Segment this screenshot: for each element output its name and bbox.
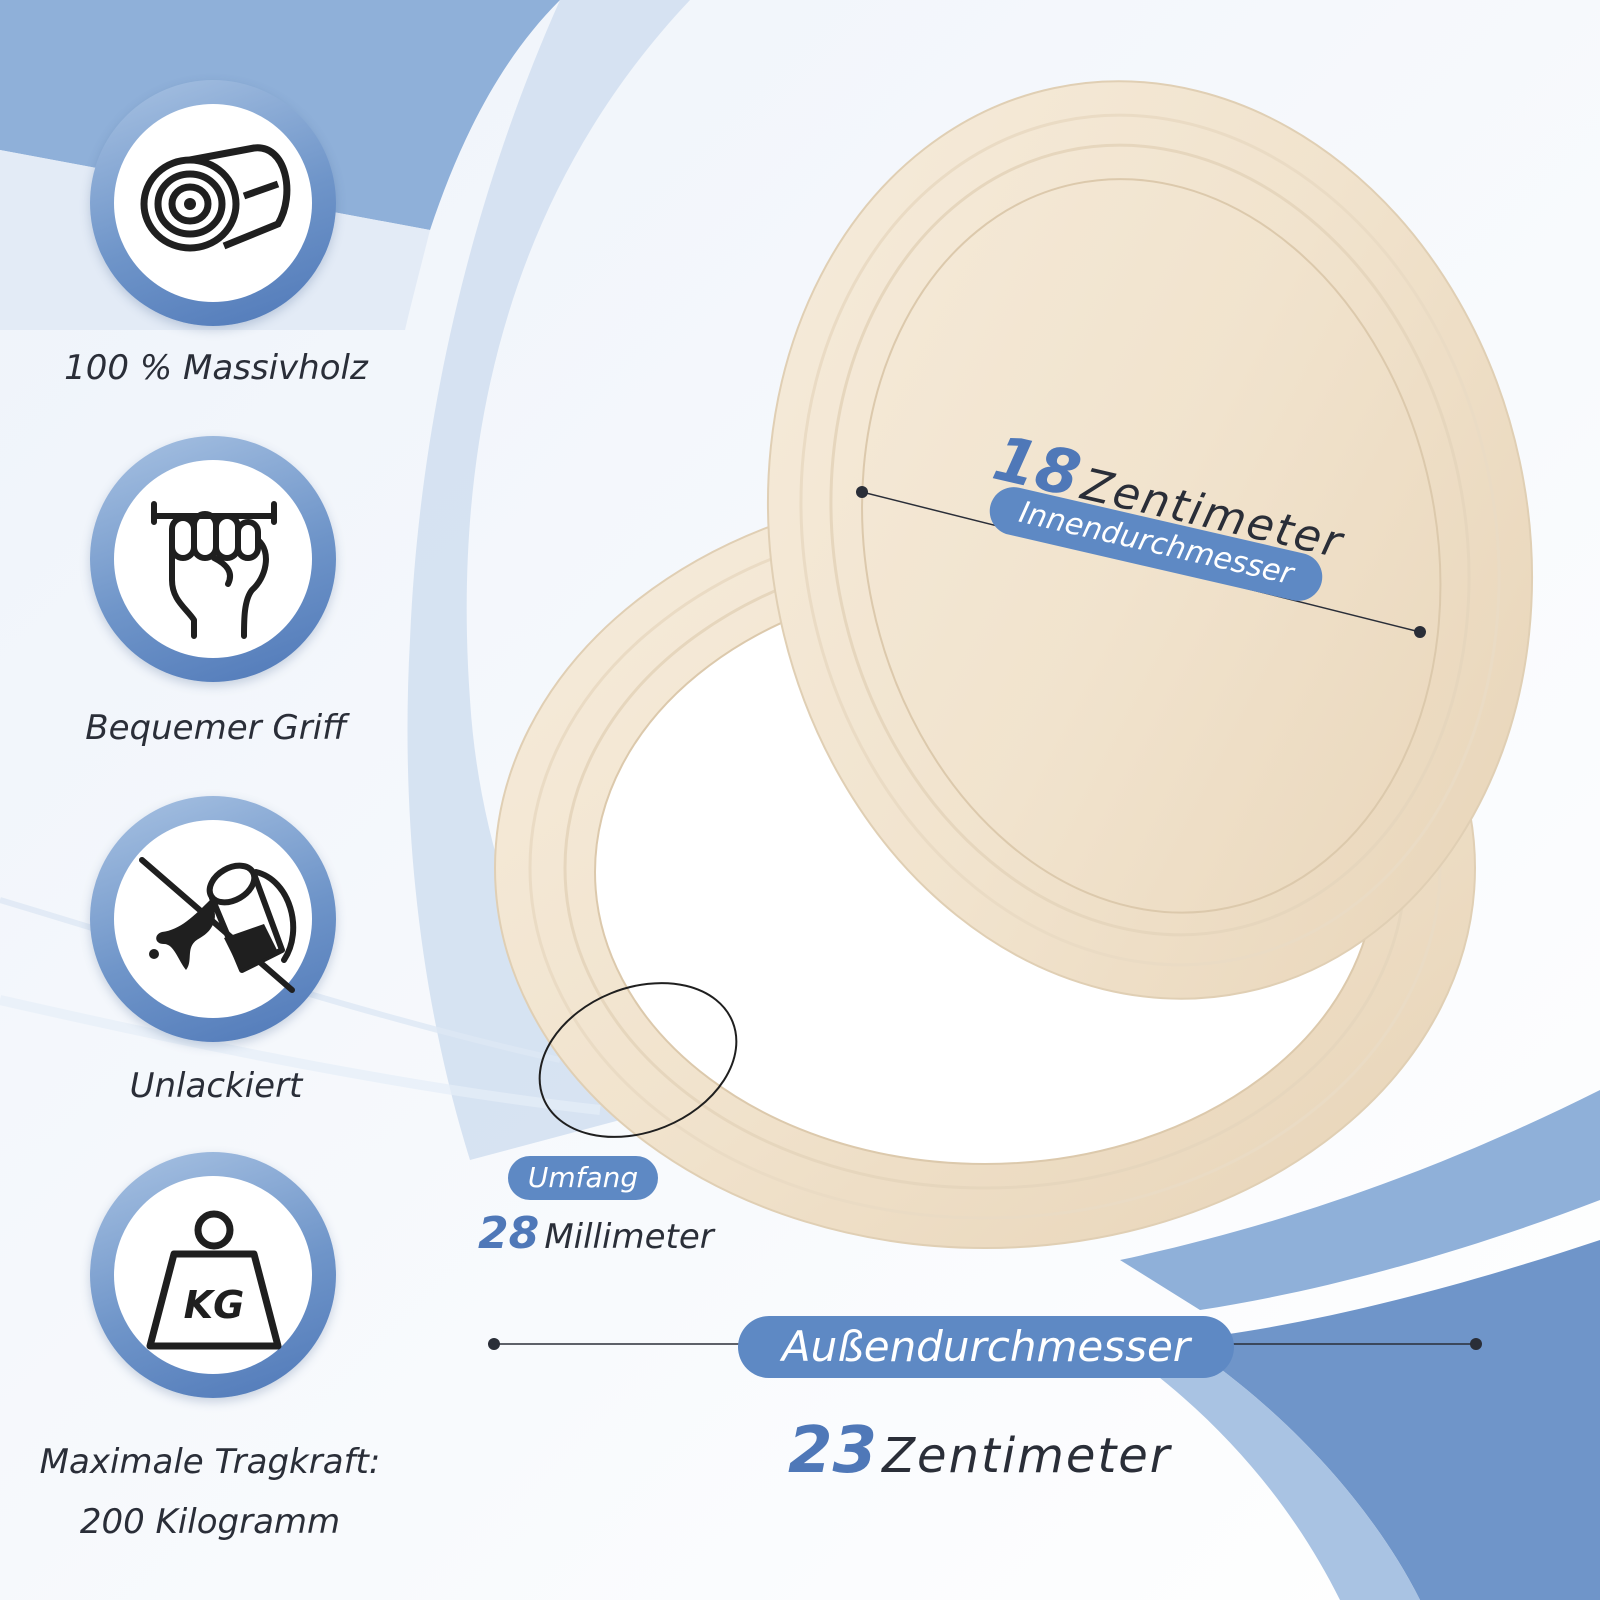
feature-label-unpainted: Unlackiert (129, 1066, 303, 1106)
circumference-unit: Millimeter (544, 1217, 714, 1257)
circumference-measure: 28 Millimeter (478, 1208, 714, 1259)
outer-diameter-dot-left (488, 1338, 500, 1350)
feature-label-weight-line2: 200 Kilogramm (79, 1502, 341, 1542)
feature-badge-weight: KG (90, 1152, 336, 1398)
outer-diameter-pill: Außendurchmesser (738, 1316, 1234, 1378)
outer-diameter-value: 23 (788, 1414, 878, 1488)
weight-kg-text: KG (184, 1283, 245, 1327)
circumference-loop (538, 982, 738, 1138)
feature-label-weight-line1: Maximale Tragkraft: (39, 1442, 381, 1482)
feature-label-grip: Bequemer Griff (85, 708, 347, 748)
outer-diameter-dot-right (1470, 1338, 1482, 1350)
outer-diameter-unit: Zentimeter (882, 1428, 1172, 1484)
inner-diameter-dot-left (856, 486, 868, 498)
grip-fist-icon (151, 501, 277, 639)
feature-badge-wood (90, 80, 336, 326)
wood-log-icon (140, 144, 291, 252)
no-paint-icon (139, 857, 297, 993)
outer-diameter-measure: 23 Zentimeter (788, 1414, 1172, 1488)
feature-badge-grip (90, 436, 336, 682)
inner-diameter-dot-right (1414, 626, 1426, 638)
circumference-pill: Umfang (508, 1156, 658, 1200)
circumference-value: 28 (478, 1208, 540, 1259)
weight-kg-icon: KG (146, 1210, 282, 1350)
feature-label-wood: 100 % Massivholz (64, 348, 368, 388)
feature-badge-unpainted (90, 796, 336, 1042)
